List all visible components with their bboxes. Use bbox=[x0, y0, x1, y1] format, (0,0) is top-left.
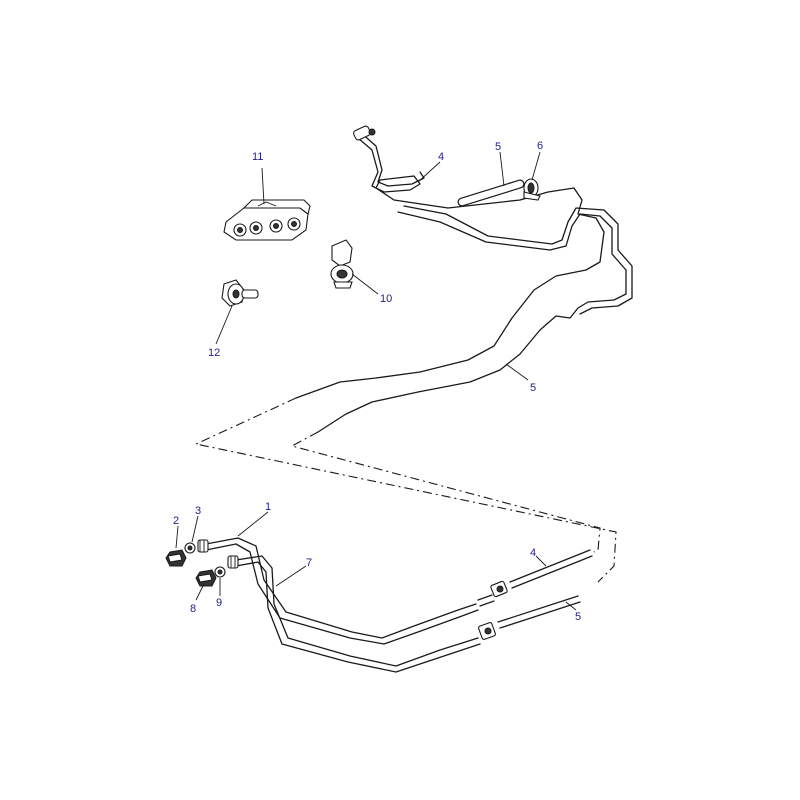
union-nut-2 bbox=[165, 549, 187, 567]
callout-3: 3 bbox=[195, 505, 201, 517]
callout-7: 7 bbox=[306, 557, 312, 569]
flexible-hose bbox=[457, 179, 525, 207]
rear-connector-4 bbox=[477, 549, 593, 607]
pipe-end-fitting-7 bbox=[227, 555, 239, 569]
callout-6: 6 bbox=[537, 140, 543, 152]
lower-pipe-7 bbox=[235, 555, 481, 673]
leader-lines bbox=[175, 151, 577, 611]
phantom-lines bbox=[194, 397, 617, 583]
callouts: 4 5 6 11 10 12 5 1 2 3 7 8 9 4 5 bbox=[173, 140, 581, 623]
callout-4-lower: 4 bbox=[530, 547, 536, 559]
callout-4-upper: 4 bbox=[438, 151, 444, 163]
callout-5-lower: 5 bbox=[575, 611, 581, 623]
upper-pipe-5 bbox=[317, 205, 633, 433]
hose-clip bbox=[523, 178, 541, 201]
stud-clip bbox=[221, 279, 259, 307]
olive-9 bbox=[214, 566, 226, 578]
callout-12: 12 bbox=[208, 347, 220, 359]
p-clip bbox=[330, 239, 354, 289]
callout-1: 1 bbox=[265, 501, 271, 513]
lower-pipe-1 bbox=[205, 537, 479, 645]
union-nut-8 bbox=[195, 569, 217, 587]
rear-connector-5 bbox=[478, 595, 581, 640]
callout-9: 9 bbox=[216, 597, 222, 609]
callout-10: 10 bbox=[380, 293, 392, 305]
top-connector bbox=[353, 125, 376, 141]
callout-8: 8 bbox=[190, 603, 196, 615]
upper-pipe-4 bbox=[295, 131, 605, 399]
multi-pipe-clip bbox=[223, 199, 311, 241]
olive-3 bbox=[184, 542, 196, 554]
callout-2: 2 bbox=[173, 515, 179, 527]
callout-5-middle: 5 bbox=[530, 382, 536, 394]
callout-11: 11 bbox=[252, 151, 263, 163]
pipe-end-fitting-1 bbox=[197, 539, 209, 553]
callout-5-upper: 5 bbox=[495, 141, 501, 153]
